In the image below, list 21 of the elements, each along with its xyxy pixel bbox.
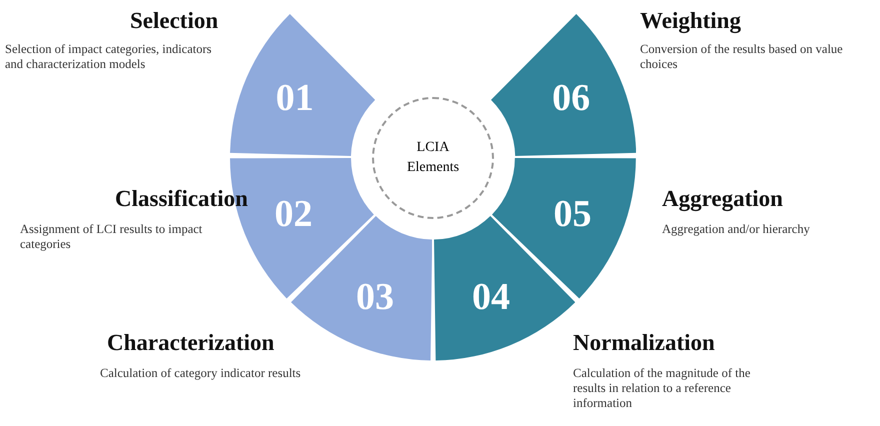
step-number: 03 [356, 274, 394, 319]
ring-segment [230, 14, 376, 156]
step-heading: Classification [115, 186, 248, 212]
step-number: 06 [552, 76, 590, 120]
step-number: 02 [274, 192, 312, 236]
ring-segment [490, 14, 636, 156]
step-heading: Weighting [640, 8, 741, 34]
step-description: Conversion of the results based on value choices [640, 42, 844, 72]
step-number: 04 [472, 274, 510, 319]
step-number: 05 [554, 192, 592, 236]
step-description: Calculation of the magnitude of the results in relation to a reference information [573, 366, 752, 411]
step-heading: Selection [130, 8, 218, 34]
step-heading: Aggregation [662, 186, 783, 212]
center-label: LCIA Elements [406, 139, 460, 177]
step-heading: Normalization [573, 330, 715, 356]
step-description: Selection of impact categories, indicators and characterization models [5, 42, 213, 72]
step-description: Assignment of LCI results to impact categories [20, 222, 204, 252]
step-description: Calculation of category indicator results [100, 366, 302, 381]
step-description: Aggregation and/or hierarchy [662, 222, 811, 237]
step-number: 01 [276, 76, 314, 120]
step-heading: Characterization [107, 330, 274, 356]
